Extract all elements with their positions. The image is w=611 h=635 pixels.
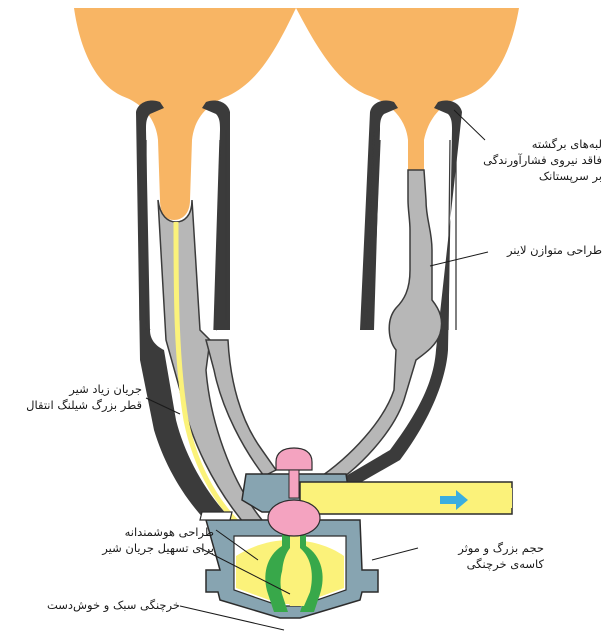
label-smart-design-line1: طراحی هوشمندانه bbox=[64, 524, 214, 540]
label-large-volume: حجم بزرگ و موثر کاسه‌ی خرچنگی bbox=[416, 540, 544, 572]
label-curved-lips-line1: لبه‌های برگشته bbox=[470, 136, 602, 152]
label-high-flow: جریان زیاد شیر قطر بزرگ شیلنگ انتقال bbox=[6, 381, 142, 413]
label-curved-lips-line2: فاقد نیروی فشارآورندگی bbox=[470, 152, 602, 168]
label-curved-lips: لبه‌های برگشته فاقد نیروی فشارآورندگی بر… bbox=[470, 136, 602, 184]
label-large-volume-line2: کاسه‌ی خرچنگی bbox=[416, 556, 544, 572]
label-high-flow-line2: قطر بزرگ شیلنگ انتقال bbox=[6, 397, 142, 413]
label-light-claw: خرچنگی سبک و خوش‌دست bbox=[24, 597, 180, 613]
right-teatcup-shell bbox=[360, 100, 398, 330]
label-smart-design: طراحی هوشمندانه برای تسهیل جریان شیر bbox=[64, 524, 214, 556]
label-parallel-liner: طراحی متوازن لاینر bbox=[480, 242, 602, 258]
label-large-volume-line1: حجم بزرگ و موثر bbox=[416, 540, 544, 556]
label-curved-lips-line3: بر سرپستانک bbox=[470, 168, 602, 184]
label-light-claw-text: خرچنگی سبک و خوش‌دست bbox=[24, 597, 180, 613]
valve-cap bbox=[276, 448, 312, 470]
right-liner-tube bbox=[316, 170, 442, 490]
valve-body bbox=[268, 500, 320, 536]
label-smart-design-line2: برای تسهیل جریان شیر bbox=[64, 540, 214, 556]
label-high-flow-line1: جریان زیاد شیر bbox=[6, 381, 142, 397]
label-parallel-liner-text: طراحی متوازن لاینر bbox=[480, 242, 602, 258]
